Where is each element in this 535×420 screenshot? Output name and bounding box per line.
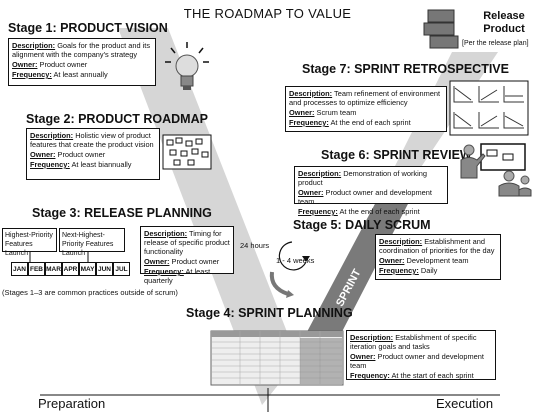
label-description: Description: xyxy=(298,169,342,178)
weeks-label: 1 - 4 weeks xyxy=(276,256,315,265)
label-owner: Owner: xyxy=(144,257,170,266)
stage3-frequency: At least quarterly xyxy=(144,267,211,285)
release-note: [Per the release plan] xyxy=(462,40,529,47)
stage7-frequency: At the end of each sprint xyxy=(330,118,411,127)
stage4-title: Stage 4: SPRINT PLANNING xyxy=(186,306,353,320)
launch-connectors xyxy=(29,252,89,262)
hours-label: 24 hours xyxy=(240,241,270,250)
stage5-frequency: Daily xyxy=(420,266,438,275)
stages-note: (Stages 1–3 are common practices outside… xyxy=(2,288,178,297)
label-owner: Owner: xyxy=(30,150,56,159)
label-owner: Owner: xyxy=(350,352,376,361)
label-frequency: Frequency: xyxy=(12,70,52,79)
highest-priority-launch: Highest-Priority Features Launch xyxy=(2,228,57,257)
label-owner: Owner: xyxy=(379,256,405,265)
label-owner: Owner: xyxy=(298,188,324,197)
month-mar: MAR xyxy=(45,262,62,276)
stage6-box: Description: Demonstration of working pr… xyxy=(294,166,448,216)
month-jun: JUN xyxy=(96,262,113,276)
left-arm xyxy=(118,28,298,405)
label-description: Description: xyxy=(144,229,188,238)
stage6-title: Stage 6: SPRINT REVIEW xyxy=(321,148,472,162)
stage4-frequency: At the start of each sprint xyxy=(391,371,474,380)
next-priority-launch: Next-Highest-Priority Features Launch xyxy=(59,228,125,257)
stage1-owner: Product owner xyxy=(39,60,88,69)
stage5-description: Establishment and coordination of priori… xyxy=(379,237,495,255)
spreadsheet-icon xyxy=(210,330,344,391)
stage1-box: Description: Goals for the product and i… xyxy=(8,38,156,86)
month-apr: APR xyxy=(62,262,79,276)
stage2-owner: Product owner xyxy=(57,150,106,159)
label-description: Description: xyxy=(379,237,423,246)
sprint-band xyxy=(300,185,410,355)
label-description: Description: xyxy=(30,131,74,140)
label-frequency: Frequency: xyxy=(30,160,70,169)
stage6-frequency: At the end of each sprint xyxy=(339,207,420,216)
stage4-box: Description: Establishment of specific i… xyxy=(346,330,496,380)
month-may: MAY xyxy=(79,262,96,276)
label-frequency: Frequency: xyxy=(298,207,338,216)
cycle-arrow-icon xyxy=(262,238,312,303)
label-frequency: Frequency: xyxy=(350,371,390,380)
stage4-owner: Product owner and development team xyxy=(350,352,484,370)
stage7-description: Team refinement of environment and proce… xyxy=(289,89,441,107)
label-owner: Owner: xyxy=(12,60,38,69)
stage1-title: Stage 1: PRODUCT VISION xyxy=(8,21,168,35)
stage2-title: Stage 2: PRODUCT ROADMAP xyxy=(26,112,208,126)
release-line2: Product xyxy=(483,23,525,35)
stage5-box: Description: Establishment and coordinat… xyxy=(375,234,501,280)
label-frequency: Frequency: xyxy=(144,267,184,276)
label-frequency: Frequency: xyxy=(289,118,329,127)
label-description: Description: xyxy=(12,41,56,50)
diagram-title: THE ROADMAP TO VALUE xyxy=(183,6,352,21)
blocks-icon xyxy=(422,8,462,55)
lightbulb-icon xyxy=(163,40,211,103)
label-frequency: Frequency: xyxy=(379,266,419,275)
axis-left-label: Preparation xyxy=(38,396,106,411)
axis-right-label: Execution xyxy=(436,396,494,411)
stage1-description: Goals for the product and its alignment … xyxy=(12,41,151,59)
stage5-owner: Development team xyxy=(406,256,469,265)
stage3-description: Timing for release of specific product f… xyxy=(144,229,230,256)
stage3-box: Description: Timing for release of speci… xyxy=(140,226,234,285)
label-owner: Owner: xyxy=(289,108,315,117)
stage7-title: Stage 7: SPRINT RETROSPECTIVE xyxy=(302,62,509,76)
release-line1: Release xyxy=(483,10,525,22)
month-jan: JAN xyxy=(11,262,28,276)
stage2-box: Description: Holistic view of product fe… xyxy=(26,128,160,180)
stage6-description: Demonstration of working product xyxy=(298,169,427,187)
charts-icon xyxy=(449,80,529,141)
label-description: Description: xyxy=(289,89,333,98)
stage1-frequency: At least annually xyxy=(53,70,108,79)
stage2-description: Holistic view of product features that c… xyxy=(30,131,154,149)
stage7-box: Description: Team refinement of environm… xyxy=(285,86,447,132)
stage7-owner: Scrum team xyxy=(316,108,357,117)
month-feb: FEB xyxy=(28,262,45,276)
stage6-owner: Product owner and development team xyxy=(298,188,432,206)
release-product-label: Release Product xyxy=(474,10,534,36)
label-description: Description: xyxy=(350,333,394,342)
stage3-title: Stage 3: RELEASE PLANNING xyxy=(32,206,212,220)
sticky-notes-icon xyxy=(162,134,212,175)
presenter-icon xyxy=(455,140,533,203)
stage3-owner: Product owner xyxy=(171,257,220,266)
stage2-frequency: At least biannually xyxy=(71,160,132,169)
month-jul: JUL xyxy=(113,262,130,276)
stage5-title: Stage 5: DAILY SCRUM xyxy=(293,218,431,232)
stage4-description: Establishment of specific iteration goal… xyxy=(350,333,477,351)
